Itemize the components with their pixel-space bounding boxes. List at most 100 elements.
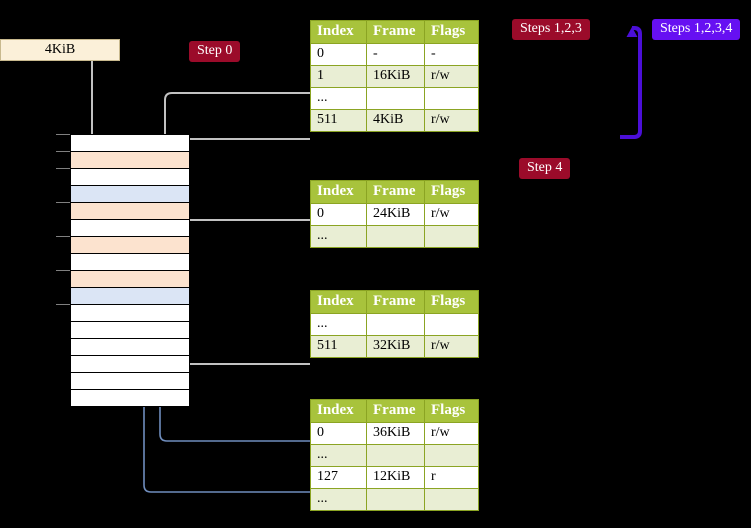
cell-flags: r/w xyxy=(424,203,479,226)
memory-frame-row xyxy=(71,288,189,305)
col-frame: Frame xyxy=(366,399,425,423)
cell-frame xyxy=(366,488,425,511)
cell-frame: 12KiB xyxy=(366,466,425,489)
wire-steps-bracket xyxy=(620,26,642,139)
cell-index: 0 xyxy=(310,203,367,226)
cell-index: ... xyxy=(310,313,367,336)
memory-frame-row xyxy=(71,135,189,152)
memory-frame-row xyxy=(71,203,189,220)
badge-steps-1-2-3-label: Steps 1,2,3 xyxy=(520,21,582,36)
grid-tick xyxy=(56,134,70,135)
col-index: Index xyxy=(310,180,367,204)
memory-frame-row xyxy=(71,322,189,339)
badge-steps-1-2-3-4-label: Steps 1,2,3,4 xyxy=(660,21,733,36)
badge-steps-1-2-3-4: Steps 1,2,3,4 xyxy=(652,19,741,41)
memory-frame-row xyxy=(71,373,189,390)
cell-flags: r xyxy=(424,466,479,489)
cell-index: ... xyxy=(310,225,367,248)
cell-flags: r/w xyxy=(424,335,479,358)
grid-tick xyxy=(56,202,70,203)
table-row: 0-- xyxy=(310,43,479,66)
cell-flags xyxy=(424,87,479,110)
memory-size-box: 4KiB xyxy=(0,39,120,61)
grid-tick xyxy=(56,304,70,305)
grid-tick xyxy=(56,270,70,271)
physical-memory-grid xyxy=(70,134,190,407)
wire-l1-idx0-to-memory xyxy=(177,219,310,252)
cell-flags xyxy=(424,313,479,336)
table-row: ... xyxy=(310,488,479,511)
col-frame: Frame xyxy=(366,20,425,44)
badge-step-0-label: Step 0 xyxy=(197,43,233,58)
grid-tick xyxy=(56,236,70,237)
col-index: Index xyxy=(310,290,367,314)
col-flags: Flags xyxy=(424,290,479,314)
col-flags: Flags xyxy=(424,399,479,423)
memory-frame-row xyxy=(71,169,189,186)
col-flags: Flags xyxy=(424,180,479,204)
wire-l2-idx511-to-memory xyxy=(172,321,310,365)
table-row: ... xyxy=(310,313,479,336)
table-row: ... xyxy=(310,225,479,248)
wire-l0-idx511-to-memory xyxy=(177,138,310,156)
col-index: Index xyxy=(310,20,367,44)
cell-index: ... xyxy=(310,444,367,467)
cell-index: 511 xyxy=(310,335,367,358)
badge-steps-1-2-3: Steps 1,2,3 xyxy=(512,19,590,41)
cell-flags: - xyxy=(424,43,479,66)
cell-frame: 32KiB xyxy=(366,335,425,358)
col-index: Index xyxy=(310,399,367,423)
cell-flags xyxy=(424,444,479,467)
cell-index: 0 xyxy=(310,43,367,66)
cell-index: ... xyxy=(310,488,367,511)
cell-index: ... xyxy=(310,87,367,110)
memory-frame-row xyxy=(71,237,189,254)
memory-size-label: 4KiB xyxy=(44,42,76,57)
table-header-row: Index Frame Flags xyxy=(310,399,479,423)
grid-tick xyxy=(56,151,70,152)
memory-frame-row xyxy=(71,152,189,169)
col-flags: Flags xyxy=(424,20,479,44)
cell-flags xyxy=(424,225,479,248)
table-header-row: Index Frame Flags xyxy=(310,20,479,44)
cell-frame: 16KiB xyxy=(366,65,425,88)
memory-frame-row xyxy=(71,254,189,271)
cell-index: 0 xyxy=(310,422,367,445)
memory-frame-row xyxy=(71,305,189,322)
table-header-row: Index Frame Flags xyxy=(310,180,479,204)
memory-frame-row xyxy=(71,186,189,203)
cell-frame: 36KiB xyxy=(366,422,425,445)
cell-index: 1 xyxy=(310,65,367,88)
cell-flags: r/w xyxy=(424,109,479,132)
col-frame: Frame xyxy=(366,290,425,314)
table-header-row: Index Frame Flags xyxy=(310,290,479,314)
cell-frame: 24KiB xyxy=(366,203,425,226)
cell-index: 511 xyxy=(310,109,367,132)
cell-flags: r/w xyxy=(424,65,479,88)
grid-tick xyxy=(56,168,70,169)
cell-frame: 4KiB xyxy=(366,109,425,132)
col-frame: Frame xyxy=(366,180,425,204)
cell-frame xyxy=(366,313,425,336)
cell-frame xyxy=(366,444,425,467)
cell-flags: r/w xyxy=(424,422,479,445)
cell-flags xyxy=(424,488,479,511)
memory-frame-row xyxy=(71,220,189,237)
cell-frame: - xyxy=(366,43,425,66)
cell-index: 127 xyxy=(310,466,367,489)
memory-frame-row xyxy=(71,339,189,356)
cell-frame xyxy=(366,87,425,110)
badge-step-4: Step 4 xyxy=(519,158,571,180)
table-row: ... xyxy=(310,87,479,110)
